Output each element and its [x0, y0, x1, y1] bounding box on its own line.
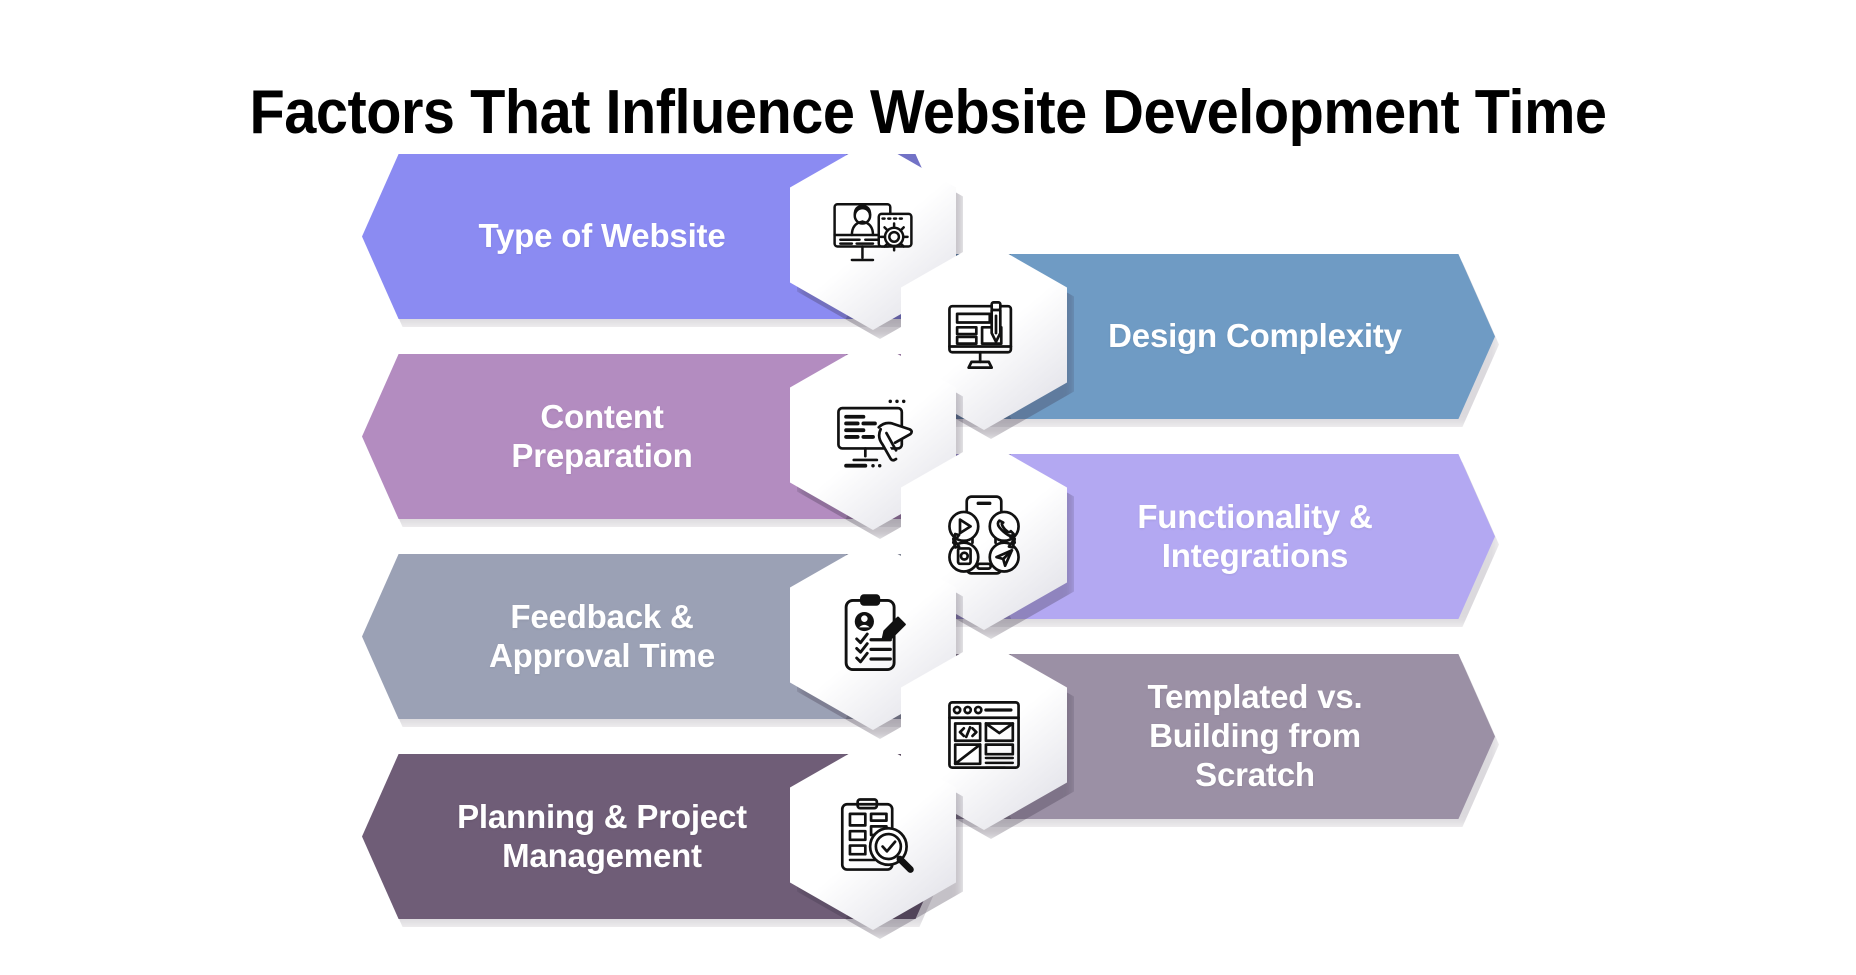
banner-label-functionality-integrations: Functionality & Integrations	[905, 498, 1495, 576]
banner-label-line-1: Planning & Project	[457, 797, 747, 835]
banner-label-line-2: Preparation	[511, 436, 693, 474]
banner-label-line-1: Content	[540, 397, 664, 435]
banner-label-line-2: Building from	[1149, 717, 1361, 755]
infographic-diagram: Type of Website	[0, 140, 1856, 975]
diagram-row-type-of-website[interactable]: Type of Website	[362, 140, 963, 339]
banner-label-line-1: Feedback &	[510, 597, 694, 635]
page-title: Factors That Influence Website Developme…	[249, 77, 1607, 147]
icon-hexagon-planning-project-management[interactable]	[790, 740, 963, 939]
banner-label-line-1: Functionality &	[1137, 497, 1373, 535]
banner-label-line-2: Approval Time	[488, 636, 715, 674]
diagram-row-feedback-approval-time[interactable]: Feedback & Approval Time	[362, 540, 963, 739]
icon-hexagon-face	[790, 540, 956, 730]
diagram-row-functionality-integrations[interactable]: Functionality & Integrations	[901, 440, 1499, 639]
banner-label-line-1: Templated vs.	[1147, 678, 1363, 716]
banner-label-templated-vs-scratch: Templated vs. Building from Scratch	[905, 678, 1495, 795]
diagram-row-design-complexity[interactable]: Design Complexity	[901, 240, 1499, 439]
banner-label-planning-project-management: Planning & Project Management	[362, 798, 952, 876]
banner-label-feedback-approval-time: Feedback & Approval Time	[362, 598, 952, 676]
banner-label-line-2: Management	[502, 836, 702, 874]
clipboard-magnifier-check-icon	[840, 798, 914, 873]
banner-label-line-2: Integrations	[1161, 536, 1349, 574]
banner-label-content-preparation: Content Preparation	[362, 398, 952, 476]
diagram-row-content-preparation[interactable]: Content Preparation	[362, 340, 963, 539]
icon-hexagon-feedback-approval-time[interactable]	[790, 540, 963, 739]
monitor-brush-design-icon	[948, 301, 1013, 369]
monitor-writing-hand-icon	[837, 399, 913, 468]
banner-label-line-3: Scratch	[1195, 755, 1315, 793]
icon-hexagon-templated-vs-scratch[interactable]	[901, 640, 1074, 839]
monitor-person-gear-icon	[833, 203, 913, 262]
browser-code-layout-icon	[948, 701, 1020, 769]
icon-hexagon-design-complexity[interactable]	[901, 240, 1074, 439]
banner-label-type-of-website: Type of Website	[478, 217, 726, 255]
icon-hexagon-functionality-integrations[interactable]	[901, 440, 1074, 639]
phone-app-integrations-icon	[948, 495, 1020, 575]
clipboard-checklist-pencil-icon	[844, 594, 906, 671]
diagram-row-planning-project-management[interactable]: Planning & Project Management	[362, 740, 963, 939]
icon-hexagon-content-preparation[interactable]	[790, 340, 963, 539]
icon-hexagon-face	[790, 740, 956, 930]
banner-label-design-complexity: Design Complexity	[1108, 317, 1402, 355]
diagram-row-templated-vs-scratch[interactable]: Templated vs. Building from Scratch	[901, 640, 1499, 839]
